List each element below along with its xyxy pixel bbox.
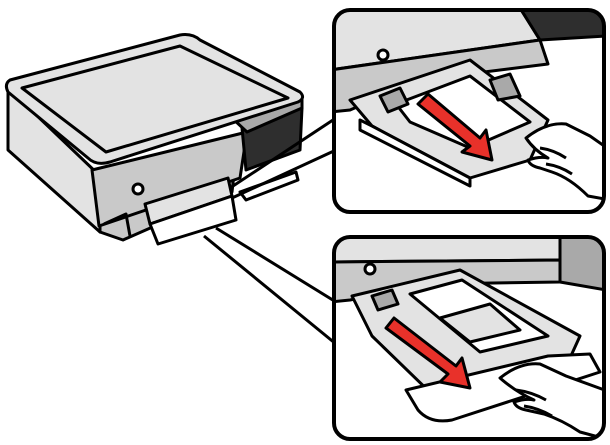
- closeup2-paper-guide: [370, 288, 400, 312]
- pull-arrow-icon: [416, 92, 494, 162]
- cassette-front-plate: [148, 194, 238, 246]
- power-button-icon: [131, 182, 145, 196]
- leader-bottom-lower: [203, 234, 337, 346]
- closeup2-power-button-icon: [363, 262, 377, 276]
- callout-top: [332, 8, 606, 214]
- pull-arrow-icon-2: [384, 316, 472, 390]
- hand-finger-line-2: [515, 388, 553, 418]
- leader-top-lower: [231, 148, 337, 200]
- callout-leader-lines: [203, 116, 337, 346]
- closeup2-paper-inner: [438, 302, 522, 344]
- callout-bottom: [332, 235, 606, 441]
- printer-icon: [4, 33, 305, 242]
- paper-guide-left: [378, 86, 410, 114]
- paper-cassette-icon: [143, 176, 238, 246]
- closeup2-printer-right: [558, 237, 604, 292]
- closeup-power-button-icon: [376, 48, 390, 62]
- hand-finger-line: [539, 146, 573, 176]
- closeup2-printer-top: [334, 237, 562, 264]
- printer-lower-slot: [103, 212, 132, 237]
- callout-top-frame: [332, 8, 606, 214]
- leader-bottom-upper: [215, 226, 337, 304]
- hand-icon-2: [498, 362, 604, 439]
- hand-icon: [524, 122, 604, 202]
- leader-top-upper: [229, 116, 337, 190]
- printer-lid-edge: [20, 44, 290, 154]
- closeup-printer-panel: [518, 10, 604, 42]
- printer-front-face: [90, 130, 249, 228]
- paper-guide-right: [488, 72, 522, 102]
- callout-bottom-frame: [332, 235, 606, 441]
- closeup-cassette-front-plate: [358, 118, 472, 188]
